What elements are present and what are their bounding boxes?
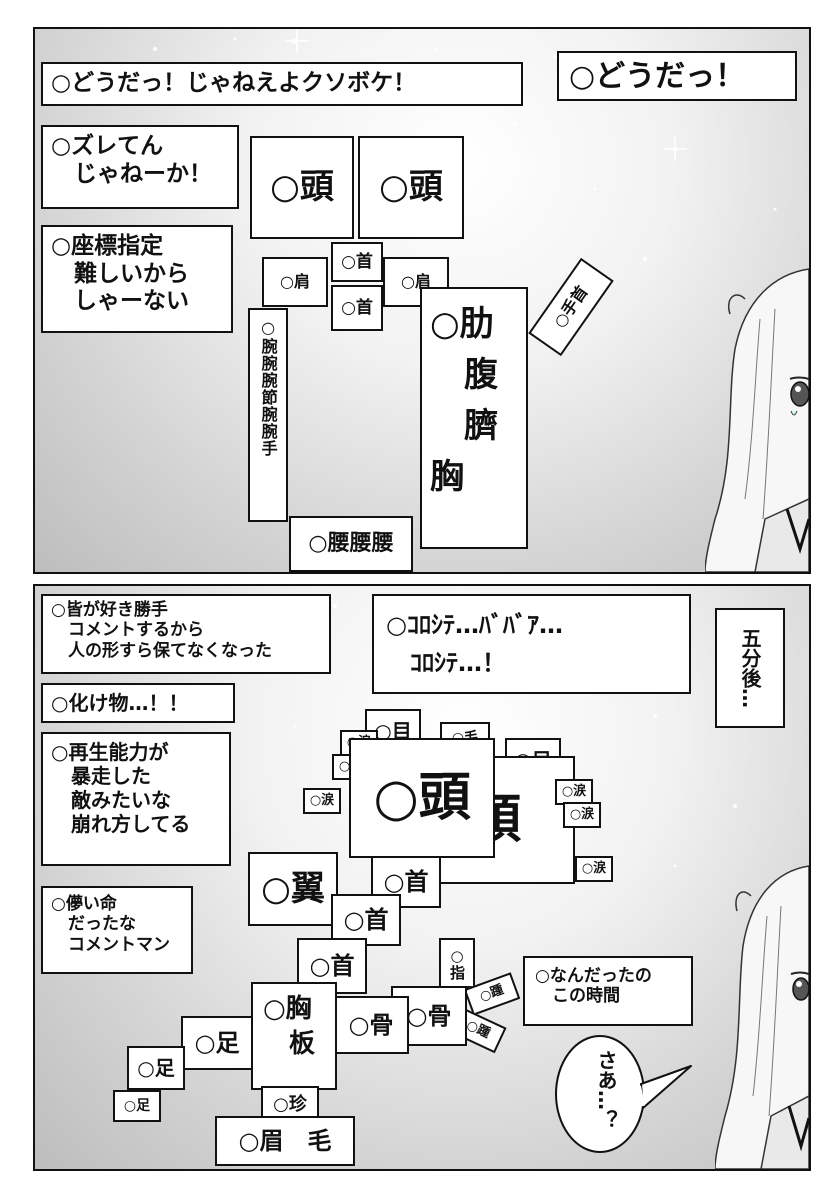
label-shoulder-left: ○肩 — [262, 257, 328, 307]
label-tear-6: ○涙 — [575, 856, 613, 882]
speech-bubble-text: さあ…？ — [594, 1050, 618, 1130]
label-head-main: ○頭 — [349, 738, 495, 858]
starry-background — [153, 29, 777, 261]
caption-shout: ○ｺﾛｼﾃ…ﾊﾞﾊﾞｱ… ｺﾛｼﾃ…！ — [372, 594, 691, 694]
label-chest-board: ○胸 板 — [251, 982, 337, 1090]
caption-monster: ○化け物…！！ — [41, 683, 235, 723]
label-tear-3: ○涙 — [303, 788, 341, 814]
label-bone-1: ○骨 — [333, 996, 409, 1054]
caption-fleeting-life: ○儚い命 だったな コメントマン — [41, 886, 193, 974]
caption-title-box: ○どうだっ！ — [557, 51, 797, 101]
label-foot-2: ○足 — [127, 1046, 185, 1090]
label-foot-3: ○足 — [113, 1090, 161, 1122]
girl-character — [705, 268, 809, 572]
caption-five-minutes-later: 五分後… — [715, 608, 785, 728]
label-head-2: ○頭 — [358, 136, 464, 239]
caption-lost-shape: ○皆が好き勝手 コメントするから 人の形すら保てなくなった — [41, 594, 331, 674]
label-finger: ○指 — [439, 938, 475, 988]
top-panel: ○どうだっ！じゃねえよクソボケ！ ○どうだっ！ ○ズレてん じゃねーか！ ○座標… — [33, 27, 811, 574]
label-head-1: ○頭 — [250, 136, 354, 239]
label-wing: ○翼 — [248, 852, 338, 926]
label-foot-1: ○足 — [181, 1016, 253, 1070]
girl-character — [715, 865, 809, 1169]
caption-regeneration: ○再生能力が 暴走した 敵みたいな 崩れ方してる — [41, 732, 231, 866]
caption-coordinates: ○座標指定 難しいから しゃーない — [41, 225, 233, 333]
bottom-panel: ○皆が好き勝手 コメントするから 人の形すら保てなくなった ○ｺﾛｼﾃ…ﾊﾞﾊﾞ… — [33, 584, 811, 1171]
speech-bubble-shape — [555, 1035, 692, 1153]
label-eyebrow: ○眉 毛 — [215, 1116, 355, 1166]
caption-ribbing: ○どうだっ！じゃねえよクソボケ！ — [41, 62, 523, 106]
caption-what-was-this: ○なんだったの この時間 — [523, 956, 693, 1026]
label-neck-2: ○首 — [331, 285, 383, 331]
caption-misaligned: ○ズレてん じゃねーか！ — [41, 125, 239, 209]
label-arm-vertical: ○腕腕腕節腕腕手 — [248, 308, 288, 522]
label-waist: ○腰腰腰 — [289, 516, 413, 572]
label-tear-5: ○涙 — [563, 802, 601, 828]
label-torso: ○肋 腹 臍 胸 — [420, 287, 528, 549]
label-neck-1: ○首 — [331, 242, 383, 282]
